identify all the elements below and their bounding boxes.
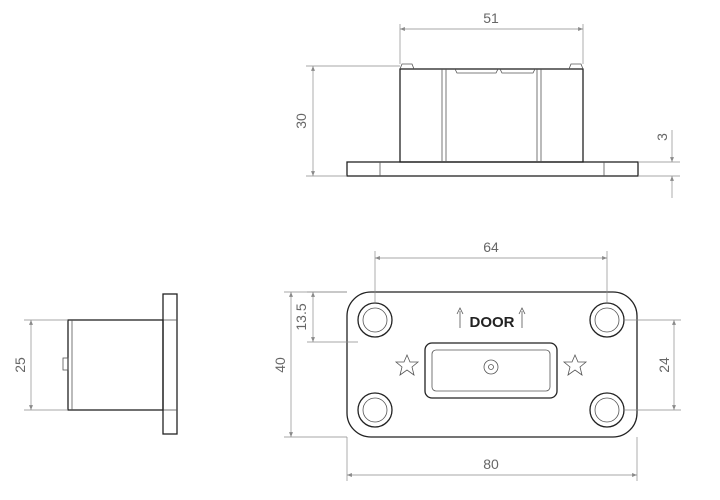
top-view-outline (346, 63, 639, 177)
dim-text-64: 64 (483, 239, 499, 255)
top-view: 51 30 3 (293, 10, 680, 198)
center-slot (424, 342, 558, 399)
star-icon-left (394, 353, 420, 376)
side-view-outline (62, 293, 178, 435)
dimension-hole-spacing-y: 24 (624, 319, 681, 411)
mounting-hole-bottom-right (589, 392, 625, 428)
arrow-up-icon-left (456, 307, 464, 328)
dimension-side-height: 25 (12, 319, 68, 411)
dim-text-3: 3 (654, 133, 670, 141)
dim-text-13-5: 13.5 (293, 303, 309, 330)
side-view: 25 (12, 293, 178, 435)
dim-text-24: 24 (656, 357, 672, 373)
star-icon-right (562, 353, 588, 376)
dimension-top-offset: 13.5 (293, 291, 358, 343)
mounting-hole-top-left (357, 302, 393, 338)
arrow-up-icon-right (518, 307, 526, 328)
mounting-plate (346, 291, 638, 438)
mounting-hole-bottom-left (357, 392, 393, 428)
mounting-hole-top-right (589, 302, 625, 338)
dimension-flange-thickness: 3 (638, 130, 680, 198)
dim-text-40: 40 (272, 357, 288, 373)
dim-text-25: 25 (12, 357, 28, 373)
dim-text-30: 30 (293, 113, 309, 129)
front-view: DOOR 64 13.5 40 24 (272, 239, 681, 481)
dimension-hole-spacing-x: 64 (374, 239, 608, 303)
dimension-front-height: 40 (272, 291, 347, 438)
dimension-top-height: 30 (293, 65, 400, 177)
dimension-top-width: 51 (399, 10, 584, 64)
dimension-front-width: 80 (346, 437, 638, 481)
door-label-group: DOOR (456, 307, 526, 331)
dim-text-80: 80 (483, 456, 499, 472)
door-label: DOOR (470, 314, 515, 331)
dim-text-51: 51 (483, 10, 499, 26)
